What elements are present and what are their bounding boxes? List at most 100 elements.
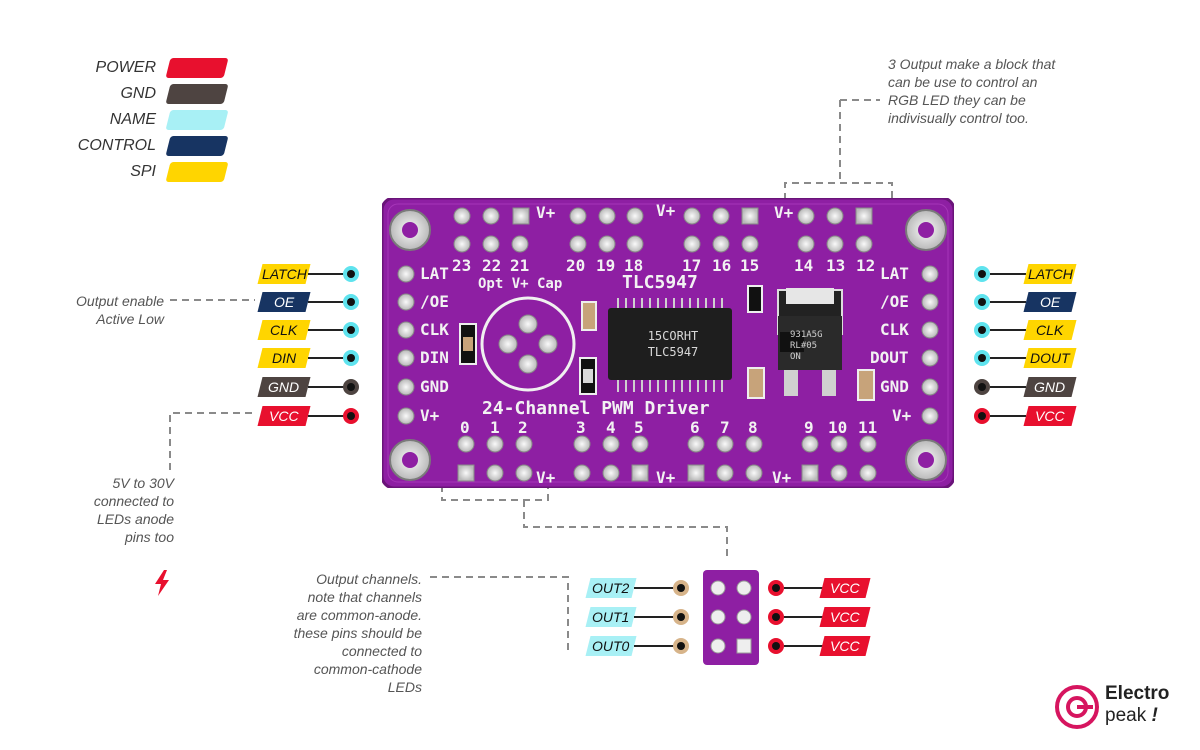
regulator-line-3: ON	[790, 352, 801, 362]
right-wire-gnd	[990, 386, 1026, 388]
silk-left-din: DIN	[420, 348, 449, 367]
regulator-line-1: 931A5G	[790, 330, 823, 340]
left-wire-latch	[308, 273, 344, 275]
silk-right-oe: /OE	[880, 292, 909, 311]
left-dot-latch	[343, 266, 359, 282]
right-wire-dout	[990, 357, 1026, 359]
wire-out1	[634, 616, 674, 618]
silk-vplus-1: V+	[536, 203, 556, 222]
electropeak-logo: Electro peak !	[1055, 683, 1195, 733]
silk-vplus-4: V+	[536, 468, 556, 487]
silk-right-lat: LAT	[880, 264, 909, 283]
dot-vcc-1	[768, 609, 784, 625]
silk-vplus-6: V+	[772, 468, 792, 487]
right-wire-vcc	[990, 415, 1026, 417]
right-wire-latch	[990, 273, 1026, 275]
tag-vcc-0: VCC	[819, 636, 871, 656]
left-wire-vcc	[308, 415, 344, 417]
silk-ch-23: 23	[452, 256, 472, 275]
silk-ch-1: 1	[490, 418, 500, 437]
note-output-enable: Output enable Active Low	[76, 293, 164, 327]
chip-line-2: TLC5947	[647, 345, 699, 359]
left-tag-vcc: VCC	[257, 406, 311, 426]
right-tag-dout: DOUT	[1023, 348, 1077, 368]
legend-label-control: CONTROL	[77, 137, 156, 154]
logo-text-mark: !	[1151, 705, 1158, 726]
right-wire-oe	[990, 301, 1026, 303]
tag-out2: OUT2	[585, 578, 637, 598]
silk-left-lat: LAT	[420, 264, 449, 283]
left-wire-din	[308, 357, 344, 359]
silk-ch-10: 10	[828, 418, 848, 437]
right-dot-latch	[974, 266, 990, 282]
left-dot-vcc	[343, 408, 359, 424]
silk-ch-6: 6	[690, 418, 700, 437]
left-wire-gnd	[308, 386, 344, 388]
right-dot-oe	[974, 294, 990, 310]
logo-text-line1: Electro	[1105, 683, 1170, 704]
silk-right-vplus: V+	[892, 406, 912, 425]
right-tag-latch: LATCH	[1023, 264, 1077, 284]
legend-label-name: NAME	[109, 111, 156, 128]
legend-label-spi: SPI	[130, 163, 156, 180]
note-vcc: 5V to 30V connected to LEDs anode pins t…	[93, 475, 174, 545]
dot-vcc-0	[768, 638, 784, 654]
silk-vplus-2: V+	[656, 201, 676, 220]
lightning-icon	[155, 570, 169, 596]
silk-ch-22: 22	[482, 256, 502, 275]
left-wire-oe	[308, 301, 344, 303]
wire-vcc-0	[784, 645, 824, 647]
tag-out1: OUT1	[585, 607, 637, 627]
silk-ch-9: 9	[804, 418, 814, 437]
silk-ch-17: 17	[682, 256, 702, 275]
silk-left-oe: /OE	[420, 292, 449, 311]
left-dot-gnd	[343, 379, 359, 395]
silk-ch-16: 16	[712, 256, 732, 275]
silk-ch-8: 8	[748, 418, 758, 437]
silk-chip-name: TLC5947	[622, 272, 698, 293]
silk-ch-12: 12	[856, 256, 876, 275]
output-header-closeup	[703, 570, 759, 665]
chip-line-1: 15CORHT	[647, 329, 699, 343]
silk-ch-19: 19	[596, 256, 616, 275]
pcb-artwork	[382, 198, 954, 488]
output-header-pads	[710, 580, 752, 654]
silk-ch-2: 2	[518, 418, 528, 437]
legend-label-power: POWER	[95, 59, 156, 76]
pcb-board: V+ V+ V+ V+ V+ V+ 23 22 21 20 19 18 17 1…	[382, 198, 954, 488]
silk-ch-15: 15	[740, 256, 760, 275]
silk-ch-5: 5	[634, 418, 644, 437]
silk-opt-cap: Opt V+ Cap	[478, 276, 563, 292]
left-tag-gnd: GND	[257, 377, 311, 397]
right-tag-vcc: VCC	[1023, 406, 1077, 426]
silk-right-clk: CLK	[880, 320, 909, 339]
right-tag-gnd: GND	[1023, 377, 1077, 397]
wire-out0	[634, 645, 674, 647]
right-dot-clk	[974, 322, 990, 338]
logo-text-line2: peak !	[1105, 705, 1158, 727]
left-dot-oe	[343, 294, 359, 310]
left-tag-din: DIN	[257, 348, 311, 368]
chip-marking: 15CORHT TLC5947	[618, 328, 728, 360]
silk-ch-14: 14	[794, 256, 814, 275]
wire-out2	[634, 587, 674, 589]
note-rgb-block: 3 Output make a block that can be use to…	[888, 56, 1056, 126]
tag-vcc-1: VCC	[819, 607, 871, 627]
tag-out0: OUT0	[585, 636, 637, 656]
wire-vcc-1	[784, 616, 824, 618]
right-tag-oe: OE	[1023, 292, 1077, 312]
right-wire-clk	[990, 329, 1026, 331]
silk-ch-3: 3	[576, 418, 586, 437]
silk-ch-21: 21	[510, 256, 530, 275]
left-dot-clk	[343, 322, 359, 338]
left-dot-din	[343, 350, 359, 366]
silk-left-gnd: GND	[420, 377, 449, 396]
dot-vcc-2	[768, 580, 784, 596]
wire-vcc-2	[784, 587, 824, 589]
silk-ch-20: 20	[566, 256, 586, 275]
silk-ch-4: 4	[606, 418, 616, 437]
silk-ch-11: 11	[858, 418, 878, 437]
regulator-marking: 931A5G RL#05 ON	[790, 330, 840, 363]
left-wire-clk	[308, 329, 344, 331]
silk-left-clk: CLK	[420, 320, 449, 339]
